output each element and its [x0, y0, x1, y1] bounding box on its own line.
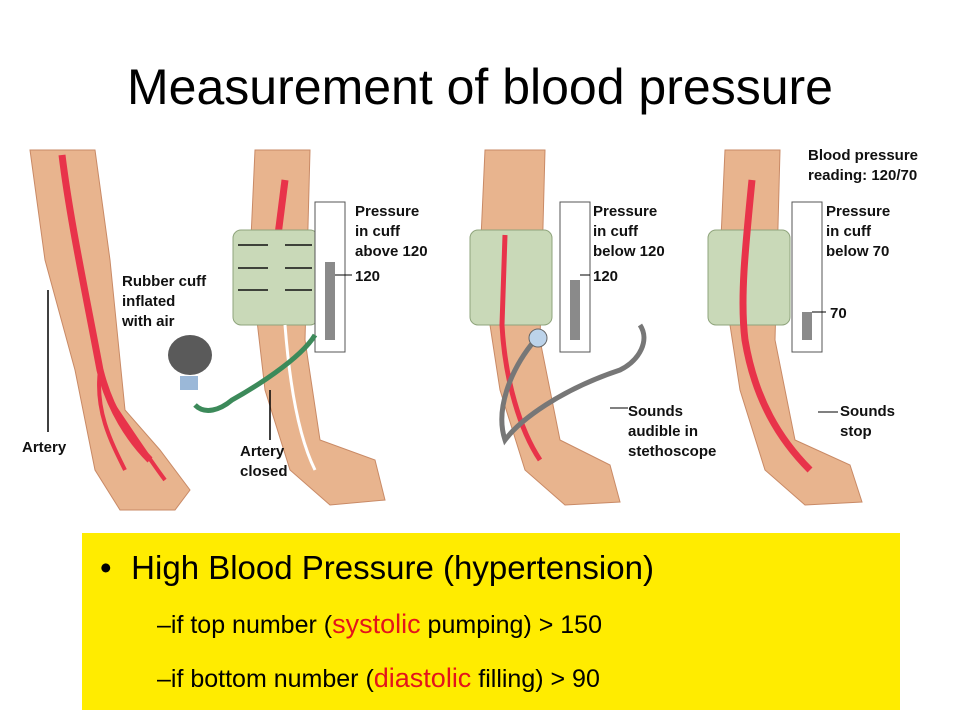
sub1-pre: if top number (: [170, 611, 333, 639]
label-sounds-audible-2: audible in: [628, 423, 698, 440]
blood-pressure-illustration: Artery Rubber cuff inflated with air Art…: [22, 147, 918, 511]
dash-1: –: [157, 611, 171, 639]
sub2-post: filling) > 90: [471, 665, 600, 693]
page-title: Measurement of blood pressure: [127, 59, 833, 115]
arm-3: [469, 149, 647, 506]
sub1-post: pumping) > 150: [420, 611, 602, 639]
bullet-sub-diastolic: –if bottom number (diastolic filling) > …: [157, 663, 600, 694]
arm-2: [168, 149, 386, 506]
label-cuff-3: with air: [121, 313, 175, 330]
label-panel2-3: above 120: [355, 243, 428, 260]
label-panel4-3: below 70: [826, 243, 889, 260]
arm-1: [29, 149, 191, 511]
label-cuff-1: Rubber cuff: [122, 273, 207, 290]
label-panel4-1: Pressure: [826, 203, 890, 220]
label-panel3-2: in cuff: [593, 223, 639, 240]
arm-4: [707, 149, 863, 506]
label-closed-1: Artery: [240, 443, 285, 460]
label-sounds-audible-1: Sounds: [628, 403, 683, 420]
label-tick-70: 70: [830, 305, 847, 322]
term-diastolic: diastolic: [373, 663, 472, 693]
label-sounds-audible-3: stethoscope: [628, 443, 716, 460]
label-panel2-1: Pressure: [355, 203, 419, 220]
label-panel3-1: Pressure: [593, 203, 657, 220]
label-panel4-2: in cuff: [826, 223, 872, 240]
label-closed-2: closed: [240, 463, 288, 480]
label-cuff-2: inflated: [122, 293, 175, 310]
term-systolic: systolic: [332, 609, 421, 639]
bullet-main-text: High Blood Pressure (hypertension): [131, 549, 654, 586]
label-panel3-3: below 120: [593, 243, 665, 260]
label-reading-1: Blood pressure: [808, 147, 918, 164]
label-artery: Artery: [22, 439, 67, 456]
hypertension-box: • High Blood Pressure (hypertension) –if…: [82, 533, 900, 710]
bullet-main: • High Blood Pressure (hypertension): [100, 549, 654, 587]
bullet-sub-systolic: –if top number (systolic pumping) > 150: [157, 609, 602, 640]
label-tick-120a: 120: [355, 268, 380, 285]
label-panel2-2: in cuff: [355, 223, 401, 240]
label-reading-2: reading: 120/70: [808, 167, 917, 184]
label-sounds-stop-2: stop: [840, 423, 872, 440]
bullet-marker: •: [100, 549, 112, 586]
dash-2: –: [157, 665, 171, 693]
sub2-pre: if bottom number (: [170, 665, 374, 693]
label-sounds-stop-1: Sounds: [840, 403, 895, 420]
label-tick-120b: 120: [593, 268, 618, 285]
